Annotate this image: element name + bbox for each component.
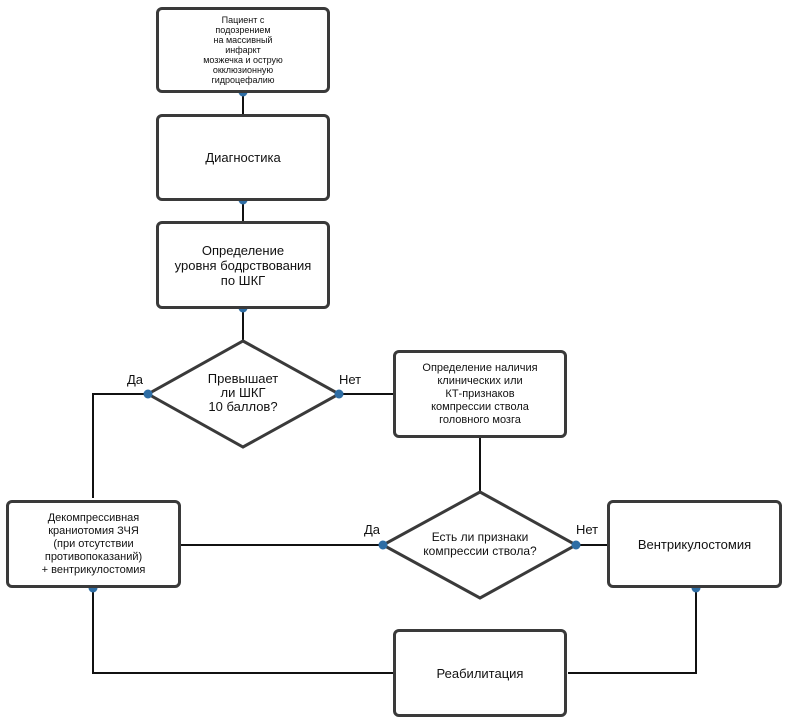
- node-ventriculostomy: Вентрикулостомия: [607, 500, 782, 588]
- node-diagnostics: Диагностика: [156, 114, 330, 201]
- connector-ventriculostomy-to-rehab: [568, 588, 697, 674]
- edge-label-compression-yes: Да: [364, 522, 381, 537]
- node-diagnostics-label: Диагностика: [205, 150, 281, 165]
- gcs-decision-diamond: [144, 339, 343, 449]
- connector-dot: [143, 389, 153, 399]
- connector-dot: [378, 540, 388, 550]
- connector-craniotomy-to-rehab: [92, 588, 394, 674]
- edge-label-gcs-yes: Да: [127, 372, 144, 387]
- node-compression-check-label: Определение наличия клинических или КТ-п…: [422, 361, 538, 426]
- node-gcs: Определение уровня бодрствования по ШКГ: [156, 221, 330, 309]
- connector-yes-to-craniotomy: [92, 393, 148, 498]
- gcs-decision-label: Превышает ли ШКГ 10 баллов?: [207, 371, 279, 414]
- node-rehab: Реабилитация: [393, 629, 567, 717]
- node-craniotomy-label: Декомпрессивная краниотомия ЗЧЯ (при отс…: [41, 511, 146, 576]
- compression-decision-diamond: [379, 490, 580, 600]
- node-rehab-label: Реабилитация: [436, 665, 524, 681]
- edge-label-compression-no: Нет: [576, 522, 599, 537]
- node-ventriculostomy-label: Вентрикулостомия: [637, 536, 752, 552]
- edge-label-gcs-no: Нет: [339, 372, 362, 387]
- compression-decision-label: Есть ли признаки компрессии ствола?: [423, 530, 537, 558]
- node-compression-check: Определение наличия клинических или КТ-п…: [393, 350, 567, 438]
- node-patient: Пациент с подозрением на массивный инфар…: [156, 7, 330, 93]
- connector-dot: [334, 389, 344, 399]
- node-craniotomy: Декомпрессивная краниотомия ЗЧЯ (при отс…: [6, 500, 181, 588]
- node-patient-label: Пациент с подозрением на массивный инфар…: [203, 15, 283, 85]
- node-gcs-label: Определение уровня бодрствования по ШКГ: [174, 242, 312, 288]
- connector-dot: [571, 540, 581, 550]
